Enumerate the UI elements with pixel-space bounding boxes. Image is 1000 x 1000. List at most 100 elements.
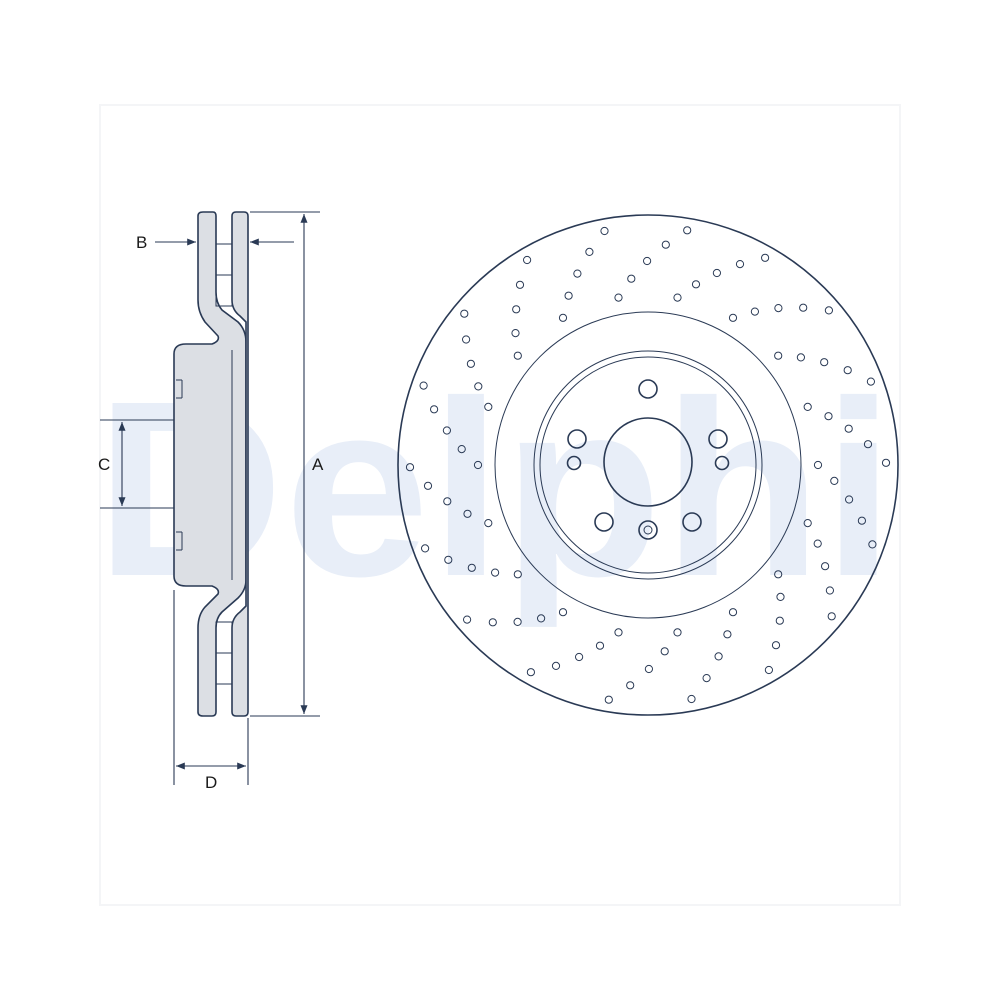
drill-hole (460, 309, 469, 318)
drill-hole (421, 544, 430, 553)
drill-hole (844, 424, 853, 433)
drill-hole (820, 358, 829, 367)
drill-hole (771, 641, 781, 650)
friction-ring-inner-edge (494, 311, 802, 619)
drill-hole (761, 253, 770, 262)
drill-hole (825, 586, 835, 595)
drill-hole (512, 305, 521, 314)
drill-hole (702, 674, 711, 683)
drill-hole (660, 647, 669, 656)
drill-hole (484, 519, 493, 528)
drill-hole (661, 240, 670, 249)
drill-hole (691, 280, 701, 289)
drill-hole (551, 661, 561, 671)
drill-hole (776, 592, 785, 602)
drill-hole (423, 481, 433, 490)
dimension-a: A (250, 211, 324, 717)
drill-hole (463, 615, 472, 624)
front-view (397, 214, 899, 716)
drill-hole (712, 268, 722, 278)
disc-section-profile (173, 211, 247, 717)
drill-hole (457, 445, 466, 454)
drill-hole (575, 652, 584, 662)
drill-hole (511, 329, 520, 338)
threaded-hole (566, 455, 582, 471)
bolt-hole (638, 379, 658, 399)
drill-hole (673, 628, 682, 637)
drill-hole (430, 405, 439, 414)
drill-hole (775, 616, 784, 625)
drill-hole (419, 381, 428, 390)
wheel-bolt-holes (567, 379, 728, 532)
bolt-hole (567, 429, 587, 449)
locating-pin-hole (638, 520, 658, 540)
drill-hole (604, 695, 613, 704)
drill-hole (473, 460, 483, 470)
drill-hole (513, 617, 522, 627)
disc-outer-edge (397, 214, 899, 716)
drill-hole (821, 562, 830, 571)
drill-hole (643, 256, 652, 266)
drill-hole (558, 608, 568, 617)
hat-outer-edge (533, 350, 763, 580)
drill-hole (442, 426, 451, 435)
drill-hole (813, 539, 822, 548)
side-view-section (173, 211, 249, 717)
drill-hole (824, 412, 833, 421)
bolt-hole (682, 512, 702, 532)
centre-bore (603, 417, 693, 507)
drill-hole (728, 313, 738, 322)
drill-hole (513, 351, 522, 360)
disc-outer-plate (231, 211, 249, 717)
drill-hole (614, 293, 623, 302)
drill-hole (513, 570, 522, 579)
drill-hole (467, 563, 476, 572)
drill-hole (803, 402, 812, 411)
cross-drilled-holes (405, 226, 891, 704)
drill-hole (687, 694, 696, 704)
drill-hole (466, 359, 475, 368)
drill-hole (824, 306, 834, 315)
drill-hole (627, 274, 636, 283)
drill-hole (537, 614, 546, 623)
drill-hole (595, 641, 605, 650)
drill-hole (405, 463, 415, 472)
drill-hole (600, 226, 609, 236)
drill-hole (484, 402, 493, 411)
drill-hole (843, 366, 852, 375)
drill-hole (474, 382, 483, 391)
dimension-b-label: B (136, 233, 147, 252)
drill-hole (723, 630, 732, 639)
bolt-hole (594, 512, 614, 532)
drill-hole (443, 497, 452, 506)
drill-hole (866, 377, 876, 386)
dimension-d: D (173, 590, 249, 792)
drill-hole (488, 618, 497, 627)
drill-hole (803, 519, 812, 528)
drill-hole (626, 681, 635, 690)
drill-hole (644, 664, 654, 674)
drill-hole (491, 568, 500, 577)
drill-hole (673, 293, 682, 302)
dimension-a-label: A (312, 455, 324, 474)
drill-hole (714, 652, 723, 661)
drill-hole (558, 313, 568, 322)
drill-hole (845, 495, 854, 504)
drill-hole (735, 260, 745, 269)
drill-hole (515, 280, 525, 289)
dimension-c-label: C (98, 455, 110, 474)
dimension-c: C (98, 419, 174, 509)
threaded-holes (566, 455, 730, 471)
drill-hole (774, 304, 783, 313)
drill-hole (857, 516, 867, 525)
drill-hole (863, 440, 873, 449)
bolt-hole (708, 429, 728, 449)
drill-hole (830, 476, 839, 485)
drill-hole (585, 247, 594, 256)
drill-hole (614, 628, 623, 637)
threaded-hole (714, 455, 730, 471)
drill-hole (799, 303, 808, 312)
drill-hole (796, 353, 806, 362)
drill-hole (526, 668, 536, 677)
drawing-frame (99, 104, 901, 906)
